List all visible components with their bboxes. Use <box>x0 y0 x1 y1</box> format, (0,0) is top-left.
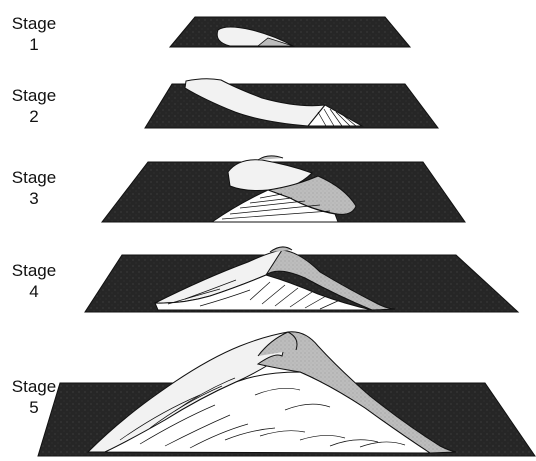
stage-label-5: Stage 5 <box>4 376 64 418</box>
stage-label-3-word: Stage <box>4 167 64 188</box>
stage-label-1-number: 1 <box>4 34 64 55</box>
stage-label-1-word: Stage <box>4 13 64 34</box>
stage-5-diagram <box>38 332 535 456</box>
stage-label-2-word: Stage <box>4 85 64 106</box>
stage-label-2-number: 2 <box>4 106 64 127</box>
stage-label-5-number: 5 <box>4 397 64 418</box>
stage-4-diagram <box>85 247 518 312</box>
stage-label-3-number: 3 <box>4 188 64 209</box>
stage-3-diagram <box>102 156 465 222</box>
stage-2-diagram <box>145 79 438 128</box>
stage-1-diagram <box>170 17 410 47</box>
crest-3 <box>258 156 283 160</box>
stage-label-3: Stage 3 <box>4 167 64 209</box>
stage-label-4: Stage 4 <box>4 260 64 302</box>
ground-plane-1 <box>170 17 410 47</box>
stage-label-2: Stage 2 <box>4 85 64 127</box>
stage-label-4-number: 4 <box>4 281 64 302</box>
stage-label-4-word: Stage <box>4 260 64 281</box>
stage-label-1: Stage 1 <box>4 13 64 55</box>
stage-label-5-word: Stage <box>4 376 64 397</box>
